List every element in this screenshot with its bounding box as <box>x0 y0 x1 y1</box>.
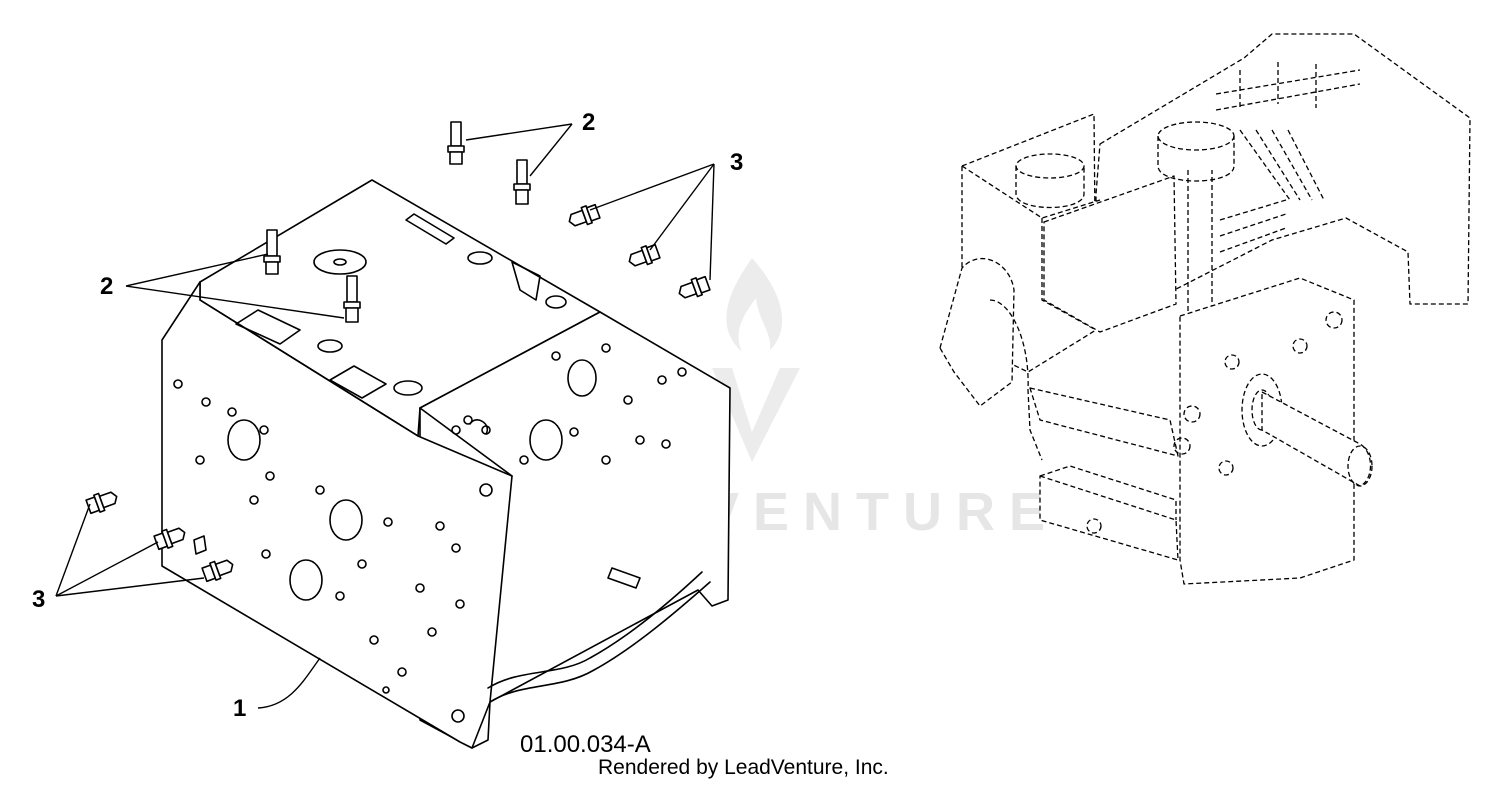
callout-label: 3 <box>32 586 45 613</box>
frame-front-panel <box>161 281 513 749</box>
callout-label: 2 <box>100 273 113 300</box>
stud-fastener <box>263 229 281 275</box>
front-panel-holes <box>173 379 465 723</box>
stud-fasteners <box>263 121 531 323</box>
bolt-fastener <box>153 527 186 551</box>
bolt-fastener <box>568 203 601 227</box>
render-credit: Rendered by LeadVenture, Inc. <box>598 756 889 779</box>
callout-label: 2 <box>582 109 595 136</box>
bolt-fasteners <box>85 203 711 583</box>
bolt-fastener <box>201 559 234 583</box>
engine-phantom-outline <box>939 33 1471 585</box>
bolt-fastener <box>85 491 118 515</box>
stud-fastener <box>513 159 531 205</box>
bolt-fastener <box>628 243 661 267</box>
stud-fastener <box>447 121 465 165</box>
leader-lines <box>55 123 715 709</box>
callout-label: 1 <box>233 695 246 722</box>
stud-fastener <box>343 275 361 323</box>
frame-assembly <box>161 179 731 749</box>
bolt-fastener <box>678 275 711 299</box>
top-panel-cutouts <box>235 213 567 399</box>
callout-label: 3 <box>730 149 743 176</box>
figure-code: 01.00.034-A <box>520 731 651 758</box>
side-panel-holes <box>451 343 687 497</box>
